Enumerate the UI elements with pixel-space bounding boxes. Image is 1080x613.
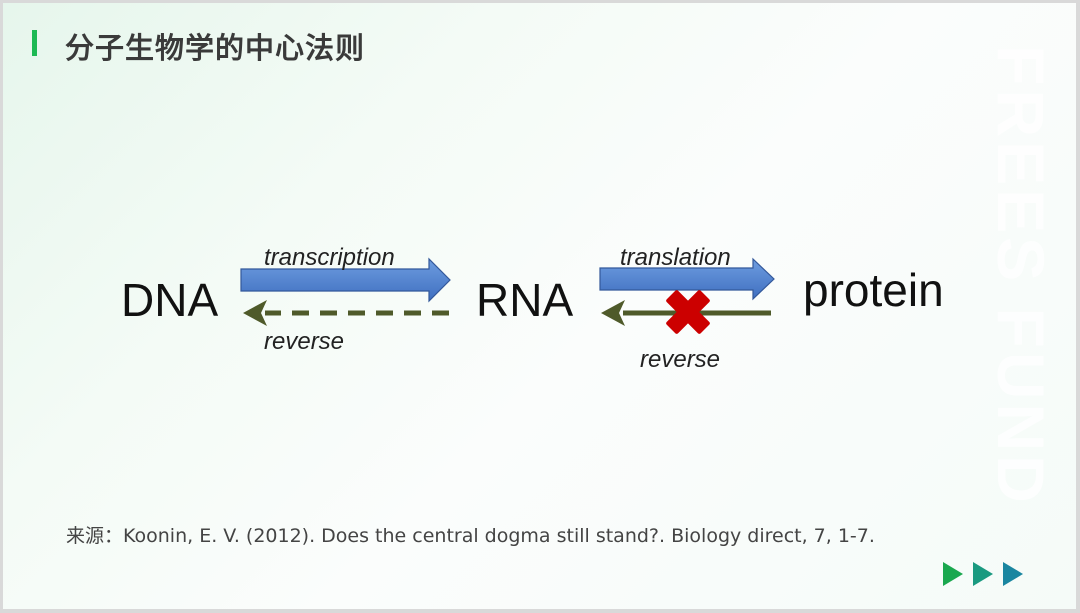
central-dogma-diagram: DNA RNA protein transcription reverse tr… — [121, 244, 944, 373]
translation-arrow — [599, 257, 775, 301]
node-dna: DNA — [121, 274, 218, 326]
slide-title: 分子生物学的中心法则 — [65, 31, 366, 65]
transcription-label: transcription — [264, 244, 395, 271]
nav-arrow-2 — [973, 562, 993, 586]
red-x-icon — [666, 290, 710, 334]
node-rna: RNA — [476, 274, 573, 326]
transcription-arrow — [240, 257, 451, 303]
slide: 分子生物学的中心法则 FREES FUND DNA RNA protein tr… — [3, 3, 1076, 609]
reverse-transcription-arrowhead — [243, 300, 267, 326]
nav-arrow-3 — [1003, 562, 1023, 586]
translation-label: translation — [620, 244, 731, 271]
triple-play-arrows-icon[interactable] — [943, 561, 1033, 587]
title-accent-bar — [32, 30, 37, 56]
reverse-translation-arrowhead — [601, 300, 625, 326]
reverse-transcription-label: reverse — [264, 328, 344, 355]
reverse-translation-label: reverse — [640, 346, 720, 373]
source-citation: 来源：Koonin, E. V. (2012). Does the centra… — [66, 525, 875, 547]
node-protein: protein — [803, 264, 944, 316]
nav-arrow-1 — [943, 562, 963, 586]
